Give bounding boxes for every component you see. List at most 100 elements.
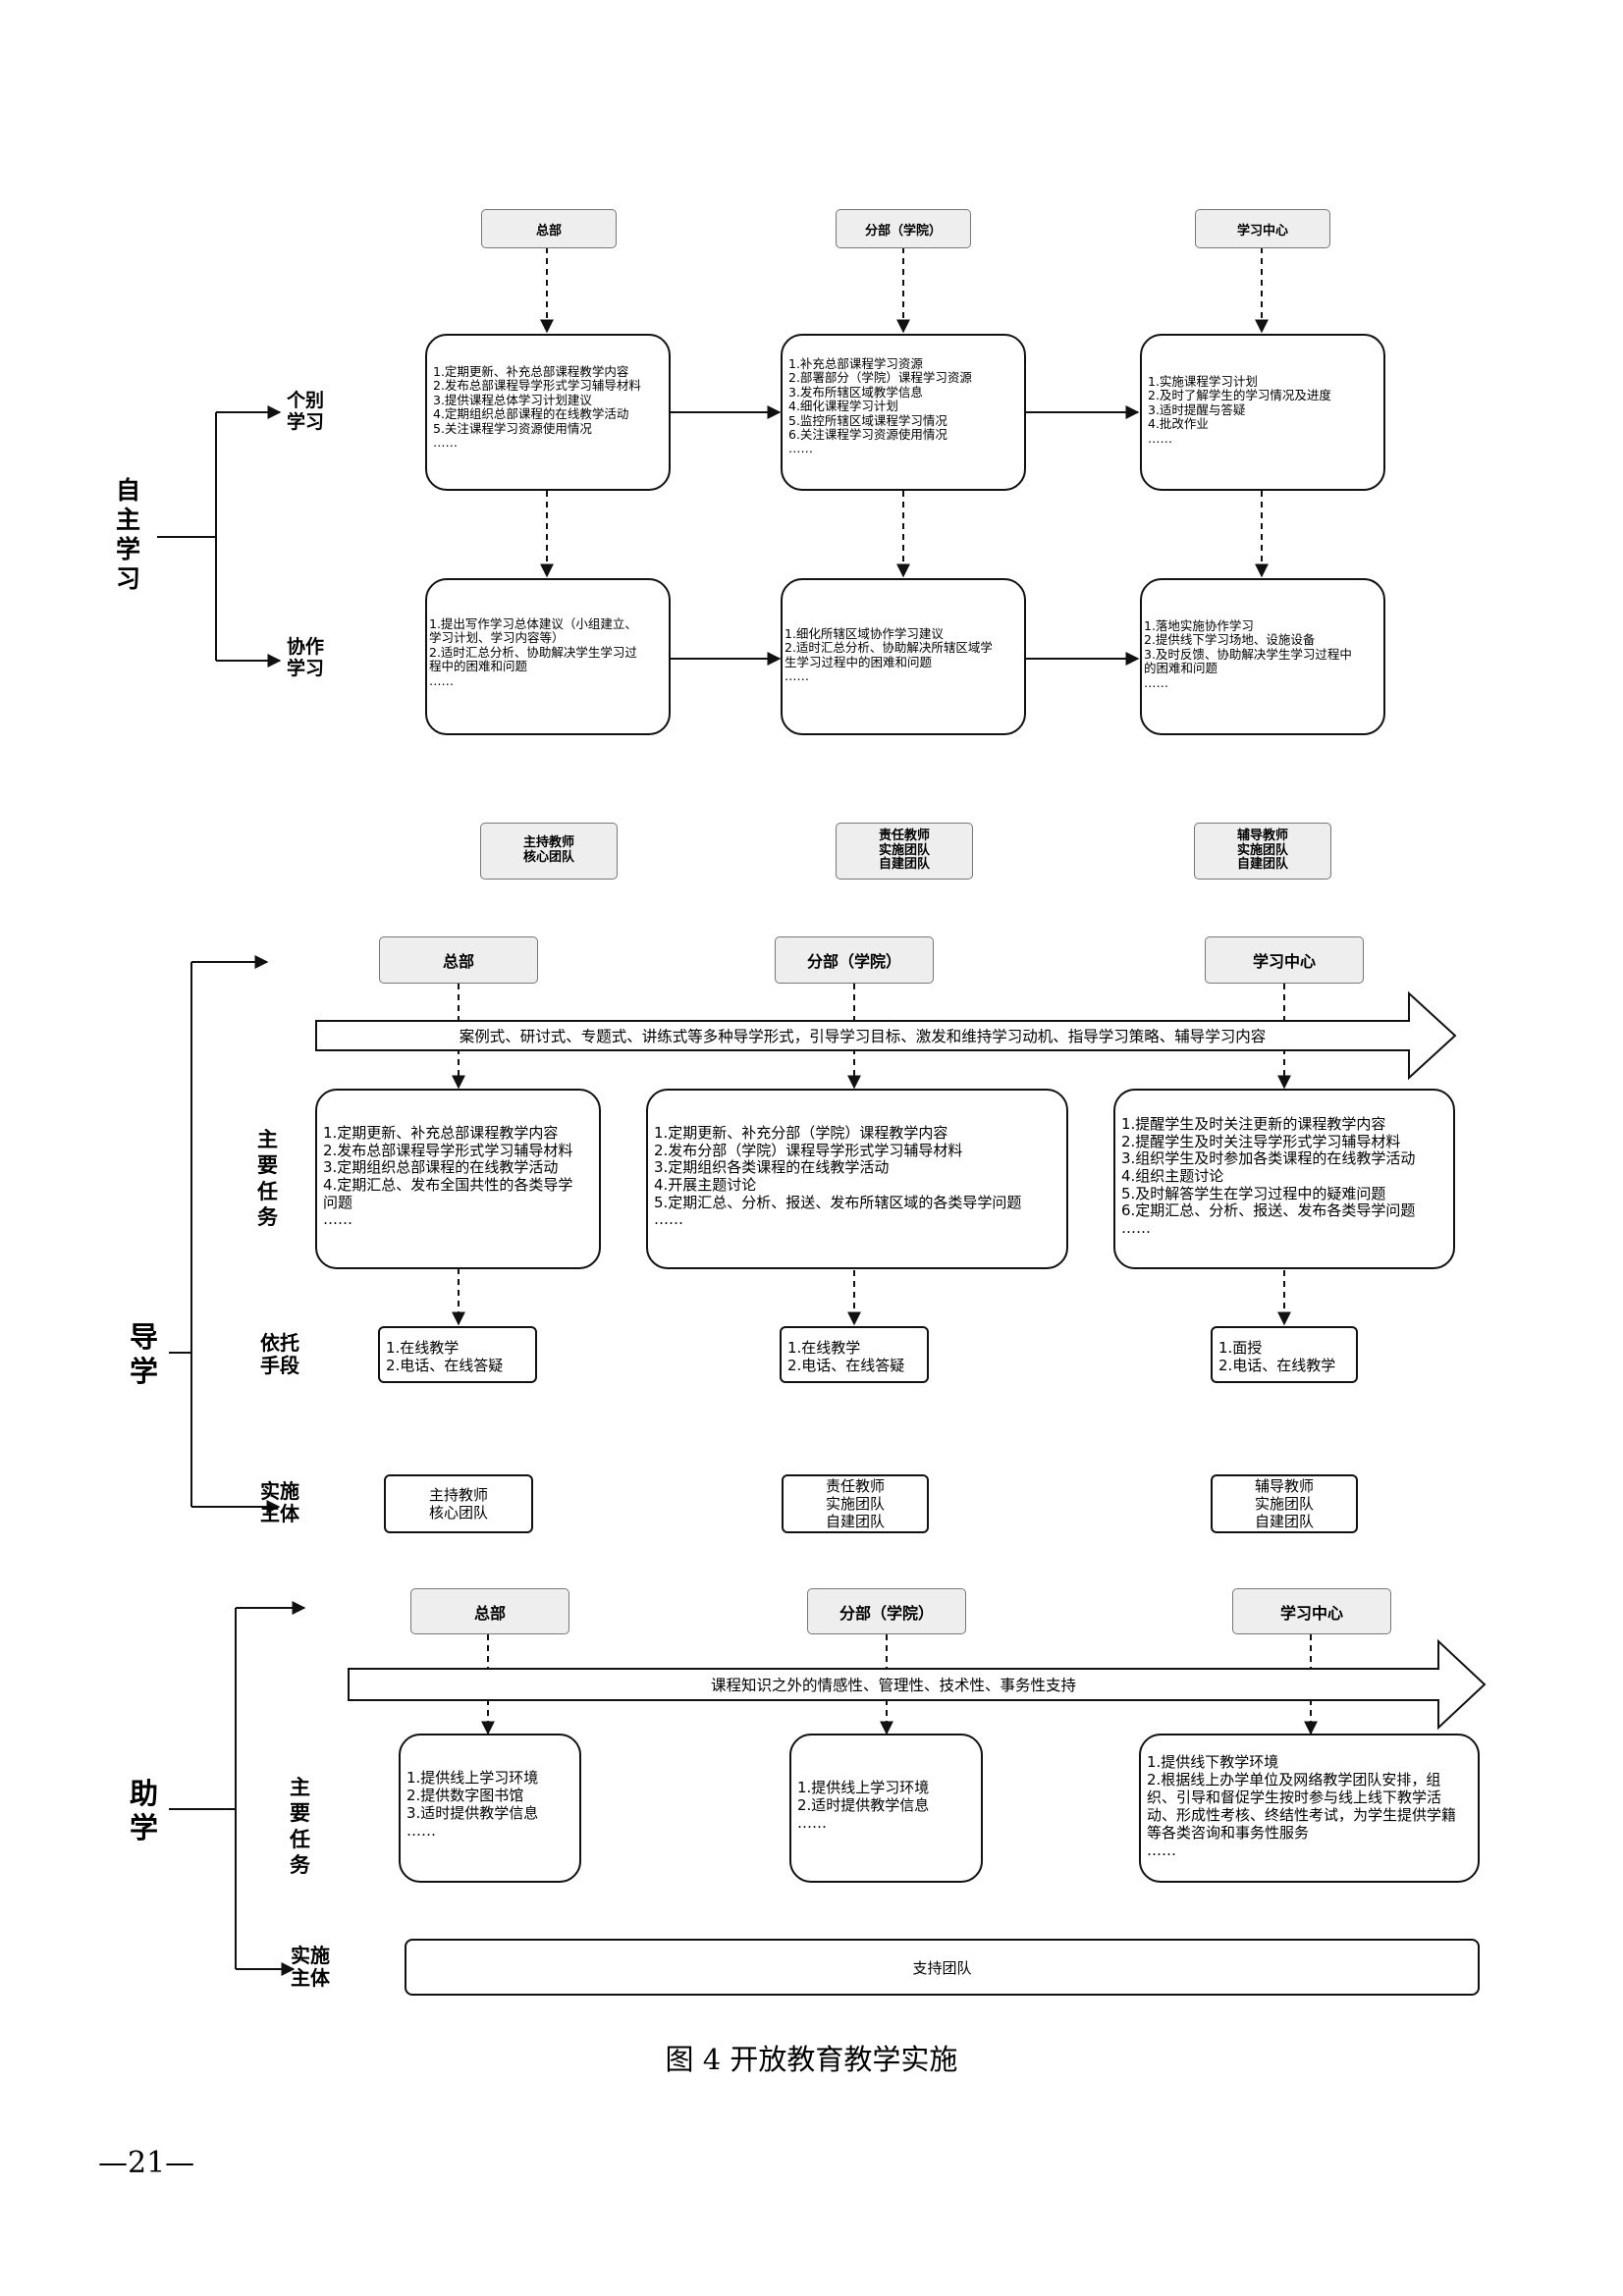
list-item: …… (797, 1814, 827, 1832)
list-item: …… (406, 1822, 436, 1840)
header-center: 学习中心 (1195, 209, 1330, 248)
guidance-header-center: 学习中心 (1205, 936, 1364, 984)
guidance-banner-text: 案例式、研讨式、专题式、讲练式等多种导学形式，引导学习目标、激发和维持学习动机、… (459, 1028, 1267, 1045)
list-item: 等各类咨询和事务性服务 (1147, 1824, 1310, 1842)
collab-hq-box: 1.提出写作学习总体建议（小组建立、学习计划、学习内容等） 2.适时汇总分析、协… (425, 578, 671, 735)
list-item: 6.关注课程学习资源使用情况 (788, 426, 947, 442)
list-item: 4.组织主题讨论 (1121, 1167, 1224, 1186)
list-item: 的困难和问题 (1144, 661, 1218, 676)
list-item: 2.及时了解学生的学习情况及进度 (1148, 388, 1331, 403)
guidance-title: 导 学 (130, 1320, 159, 1388)
guidance-subject-label: 实施 主体 (260, 1479, 299, 1525)
list-item: 3.定期组织各类课程的在线教学活动 (654, 1158, 890, 1177)
list-item: …… (429, 672, 454, 688)
team-branch: 责任教师 实施团队 自建团队 (836, 823, 973, 880)
list-item: …… (1147, 1842, 1176, 1859)
list-item: 3.提供课程总体学习计划建议 (433, 392, 592, 407)
page-number: —21— (98, 2146, 195, 2180)
list-item: 4.批改作业 (1148, 416, 1209, 432)
list-item: 2.提供数字图书馆 (406, 1787, 524, 1804)
list-item: 生学习过程中的困难和问题 (784, 654, 933, 669)
list-item: 织、引导和督促学生按时参与线上线下教学活 (1147, 1789, 1442, 1806)
list-item: …… (1121, 1219, 1151, 1238)
list-item: …… (1148, 430, 1172, 446)
guidance-tasks-label: 主 要 任 务 (257, 1128, 278, 1229)
figure-caption: 图 4 开放教育教学实施 (665, 2043, 958, 2076)
list-item: 1.提供线下教学环境 (1147, 1753, 1279, 1771)
team-hq: 主持教师 核心团队 (480, 823, 618, 880)
header-branch: 分部（学院） (836, 209, 971, 248)
individual-study-label: 个别 学习 (287, 390, 325, 433)
list-item: 1.补充总部课程学习资源 (788, 356, 923, 371)
list-item: 5.及时解答学生在学习过程中的疑难问题 (1121, 1184, 1386, 1202)
list-item: 5.监控所辖区域课程学习情况 (788, 412, 947, 428)
list-item: 1.定期更新、补充总部课程教学内容 (323, 1124, 559, 1142)
support-header-center: 学习中心 (1232, 1588, 1391, 1634)
support-team-box: 支持团队 (405, 1939, 1480, 1996)
list-item: 1.在线教学 (787, 1339, 861, 1357)
support-subject-label: 实施 主体 (291, 1944, 330, 1990)
list-item: …… (323, 1210, 352, 1229)
guidance-header-hq: 总部 (379, 936, 538, 984)
list-item: 2.提供线下学习场地、设施设备 (1144, 632, 1316, 648)
list-item: 1.定期更新、补充分部（学院）课程教学内容 (654, 1124, 948, 1142)
list-item: 1.提醒学生及时关注更新的课程教学内容 (1121, 1115, 1386, 1133)
list-item: 2.电话、在线教学 (1218, 1357, 1336, 1374)
list-item: 5.关注课程学习资源使用情况 (433, 420, 592, 436)
support-banner-arrow (348, 1638, 1487, 1731)
list-item: 1.提供线上学习环境 (797, 1779, 930, 1796)
support-header-branch: 分部（学院） (807, 1588, 966, 1634)
support-tasks-label: 主 要 任 务 (290, 1776, 310, 1877)
guidance-center-subject: 辅导教师 实施团队 自建团队 (1211, 1474, 1358, 1533)
list-item: 1.细化所辖区域协作学习建议 (784, 626, 944, 641)
list-item: 3.组织学生及时参加各类课程的在线教学活动 (1121, 1149, 1416, 1168)
list-item: 1.提出写作学习总体建议（小组建立、 (429, 616, 637, 631)
support-title: 助 学 (130, 1777, 159, 1844)
list-item: 3.定期组织总部课程的在线教学活动 (323, 1158, 559, 1177)
list-item: 学习计划、学习内容等） (429, 630, 565, 646)
list-item: 4.定期汇总、发布全国共性的各类导学 (323, 1176, 573, 1195)
header-hq: 总部 (481, 209, 617, 248)
list-item: 2.电话、在线答疑 (386, 1357, 504, 1374)
list-item: 程中的困难和问题 (429, 659, 528, 674)
list-item: …… (788, 441, 813, 456)
list-item: 3.及时反馈、协助解决学生学习过程中 (1144, 646, 1352, 662)
list-item: 4.开展主题讨论 (654, 1176, 757, 1195)
list-item: 1.定期更新、补充总部课程教学内容 (433, 364, 629, 379)
list-item: 5.定期汇总、分析、报送、发布所辖区域的各类导学问题 (654, 1193, 1022, 1211)
collaborative-study-label: 协作 学习 (287, 636, 325, 679)
list-item: 2.根据线上办学单位及网络教学团队安排，组 (1147, 1771, 1441, 1789)
guidance-banner-arrow (315, 990, 1457, 1081)
list-item: 1.实施课程学习计划 (1148, 374, 1258, 389)
list-item: 2.部署部分（学院）课程学习资源 (788, 370, 972, 386)
list-item: …… (433, 434, 458, 450)
guidance-hq-subject: 主持教师 核心团队 (384, 1474, 533, 1533)
list-item: 2.发布总部课程导学形式学习辅导材料 (323, 1141, 573, 1159)
list-item: 2.发布总部课程导学形式学习辅导材料 (433, 378, 641, 394)
list-item: 2.适时提供教学信息 (797, 1796, 930, 1814)
team-center: 辅导教师 实施团队 自建团队 (1194, 823, 1331, 880)
list-item: 2.适时汇总分析、协助解决学生学习过 (429, 644, 637, 660)
list-item: 2.发布分部（学院）课程导学形式学习辅导材料 (654, 1141, 963, 1159)
